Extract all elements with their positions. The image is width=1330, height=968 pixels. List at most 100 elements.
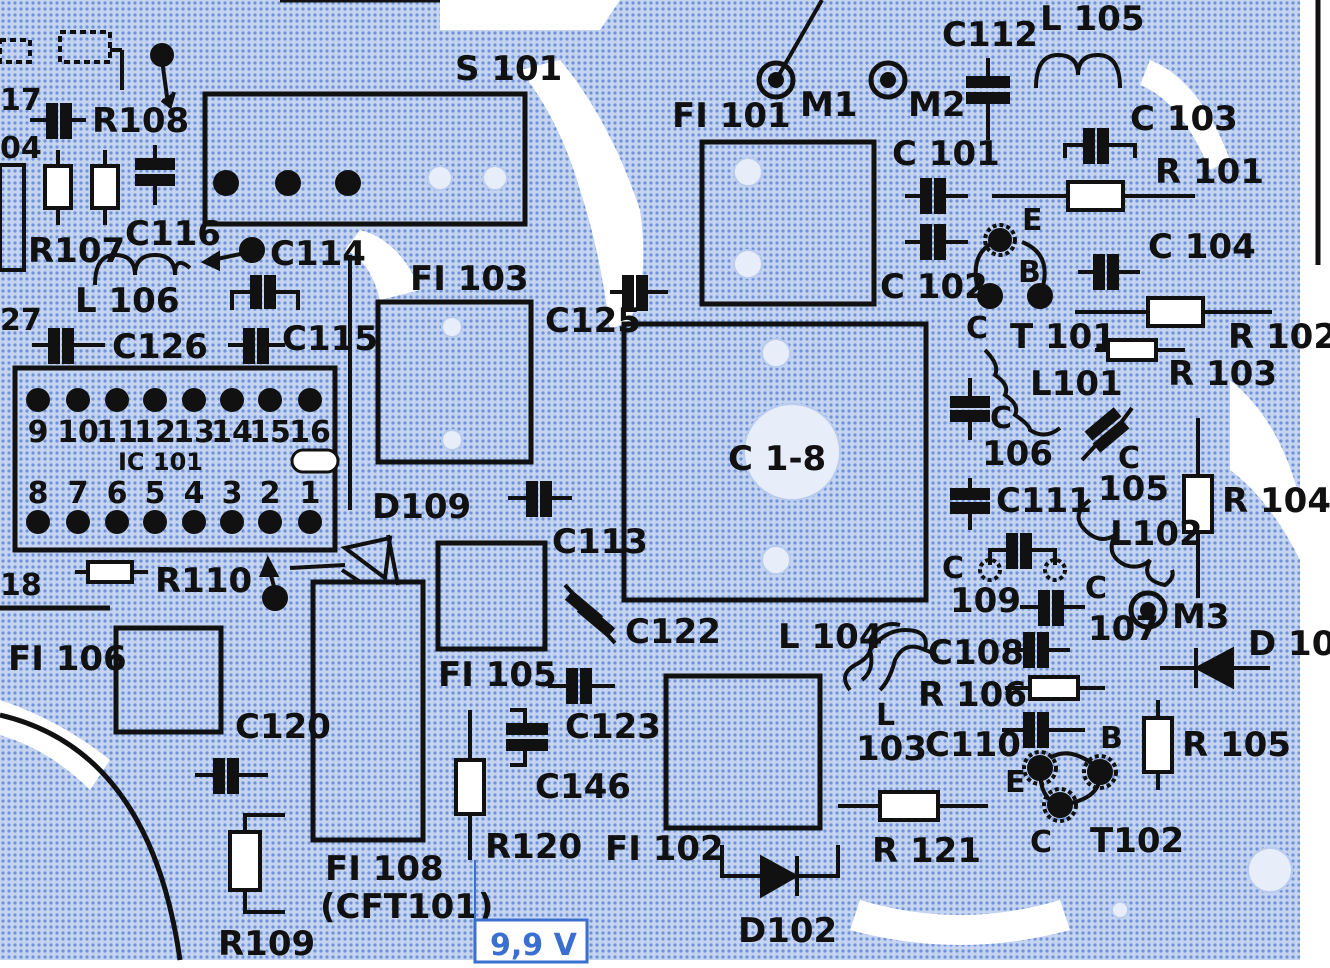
inductor-l101 <box>983 348 1062 437</box>
label-l103-num: 103 <box>856 729 927 769</box>
inductor-l105 <box>1034 52 1122 89</box>
label-c146: C146 <box>535 767 631 807</box>
label-m3: M3 <box>1172 597 1230 637</box>
test-point-m1: M1 <box>756 0 858 125</box>
part-near-r110 <box>259 555 288 611</box>
label-c105-num: 105 <box>1098 469 1169 509</box>
label-c102: C 102 <box>880 267 988 307</box>
capacitor-c1-8: C 1-8 <box>621 321 929 603</box>
capacitor-c106 <box>950 378 990 440</box>
label-d101: D 101 <box>1248 624 1330 664</box>
test-point-m2: M2 <box>868 60 966 125</box>
inductor-l102 <box>1076 498 1175 588</box>
resistor-r102 <box>1075 296 1272 328</box>
label-c110: C110 <box>925 725 1021 765</box>
resistor-r103 <box>1095 338 1185 362</box>
label-c103: C 103 <box>1130 99 1238 139</box>
inductor-l104-l103 <box>843 622 939 692</box>
capacitor-c105 <box>1080 406 1134 462</box>
label-c105-c: C <box>1118 441 1140 476</box>
ic101-pin-label: 2 <box>260 476 281 511</box>
capacitor-c146 <box>506 708 548 767</box>
capacitor-c103 <box>1063 128 1137 164</box>
resistor-r120 <box>454 710 486 860</box>
resistor-r109 <box>228 813 285 914</box>
label-t102-c: C <box>1030 825 1052 860</box>
copper-areas <box>0 0 1300 960</box>
part-top-left <box>0 30 176 272</box>
label-l106: L 106 <box>75 281 179 321</box>
capacitor-c102 <box>905 224 968 260</box>
capacitor-c101 <box>905 178 968 214</box>
ic101-pin-label: 9 <box>28 415 49 450</box>
label-c108: C108 <box>928 633 1024 673</box>
label-t101-c: C <box>966 311 988 346</box>
capacitor-c110 <box>1002 712 1085 748</box>
ic101-pin-label: 4 <box>184 476 205 511</box>
label-t102-b: B <box>1100 721 1123 756</box>
label-r108: R108 <box>92 101 189 141</box>
label-s101: S 101 <box>455 49 562 89</box>
test-point-m3: M3 <box>1128 590 1230 637</box>
label-t101-e: E <box>1022 203 1043 238</box>
label-m1: M1 <box>800 85 858 125</box>
label-l103-l: L <box>876 698 895 733</box>
ic101-pin-label: 12 <box>134 415 176 450</box>
label-r106: R 106 <box>918 675 1027 715</box>
label-edge-27: 27 <box>0 303 42 338</box>
label-c112: C112 <box>942 15 1038 55</box>
label-fi101: FI 101 <box>672 96 791 136</box>
label-c106-c: C <box>990 401 1012 436</box>
capacitor-c107 <box>1020 590 1085 626</box>
resistor-r105 <box>1142 700 1174 790</box>
label-t101-b: B <box>1018 255 1041 290</box>
label-fi103: FI 103 <box>410 259 529 299</box>
switch-s101: S 101 <box>202 49 562 227</box>
filter-fi106: FI 106 <box>8 625 224 735</box>
filter-fi103: FI 103 <box>375 259 534 465</box>
ic101-pin-label: 15 <box>249 415 291 450</box>
ic101-pin-label: 6 <box>107 476 128 511</box>
resistor-r110 <box>75 560 148 584</box>
transistor-t101 <box>973 223 1053 309</box>
label-c115: C115 <box>282 319 378 359</box>
capacitor-c116 <box>135 145 175 205</box>
label-r110: R110 <box>155 561 252 601</box>
label-c113: C113 <box>552 522 648 562</box>
label-c101: C 101 <box>892 134 1000 174</box>
filter-fi105: FI 105 <box>435 540 557 695</box>
label-r107: R107 <box>28 231 125 271</box>
capacitor-c104 <box>1078 254 1140 290</box>
resistor-r107 <box>43 150 120 225</box>
ic101-pin-label: 3 <box>222 476 243 511</box>
resistor-r106 <box>1005 675 1105 701</box>
capacitor-c126 <box>32 328 105 364</box>
resistor-r104 <box>1182 418 1214 598</box>
label-edge-18: 18 <box>0 568 42 603</box>
label-l105: L 105 <box>1040 0 1144 39</box>
label-c109-c: C <box>942 551 964 586</box>
transistor-t102 <box>1022 750 1118 823</box>
label-r102: R 102 <box>1228 317 1330 357</box>
label-c122: C122 <box>625 612 721 652</box>
capacitor-near-r108 <box>30 103 86 139</box>
ic101-pin-label: 16 <box>289 415 331 450</box>
label-t102-e: E <box>1005 765 1026 800</box>
label-c120: C120 <box>235 707 331 747</box>
filter-fi108: FI 108 (CFT101) <box>310 579 493 927</box>
label-c123: C123 <box>565 707 661 747</box>
capacitor-c112 <box>966 58 1010 140</box>
label-fi102: FI 102 <box>605 829 724 869</box>
label-l104: L 104 <box>778 617 882 657</box>
capacitor-c108 <box>1005 632 1070 668</box>
label-c125: C125 <box>545 301 641 341</box>
capacitor-c120 <box>195 758 268 794</box>
part-c114 <box>200 237 265 272</box>
resistor-r121 <box>838 790 988 822</box>
voltage-tag-text: 9,9 V <box>490 928 578 963</box>
label-r120: R120 <box>485 827 582 867</box>
